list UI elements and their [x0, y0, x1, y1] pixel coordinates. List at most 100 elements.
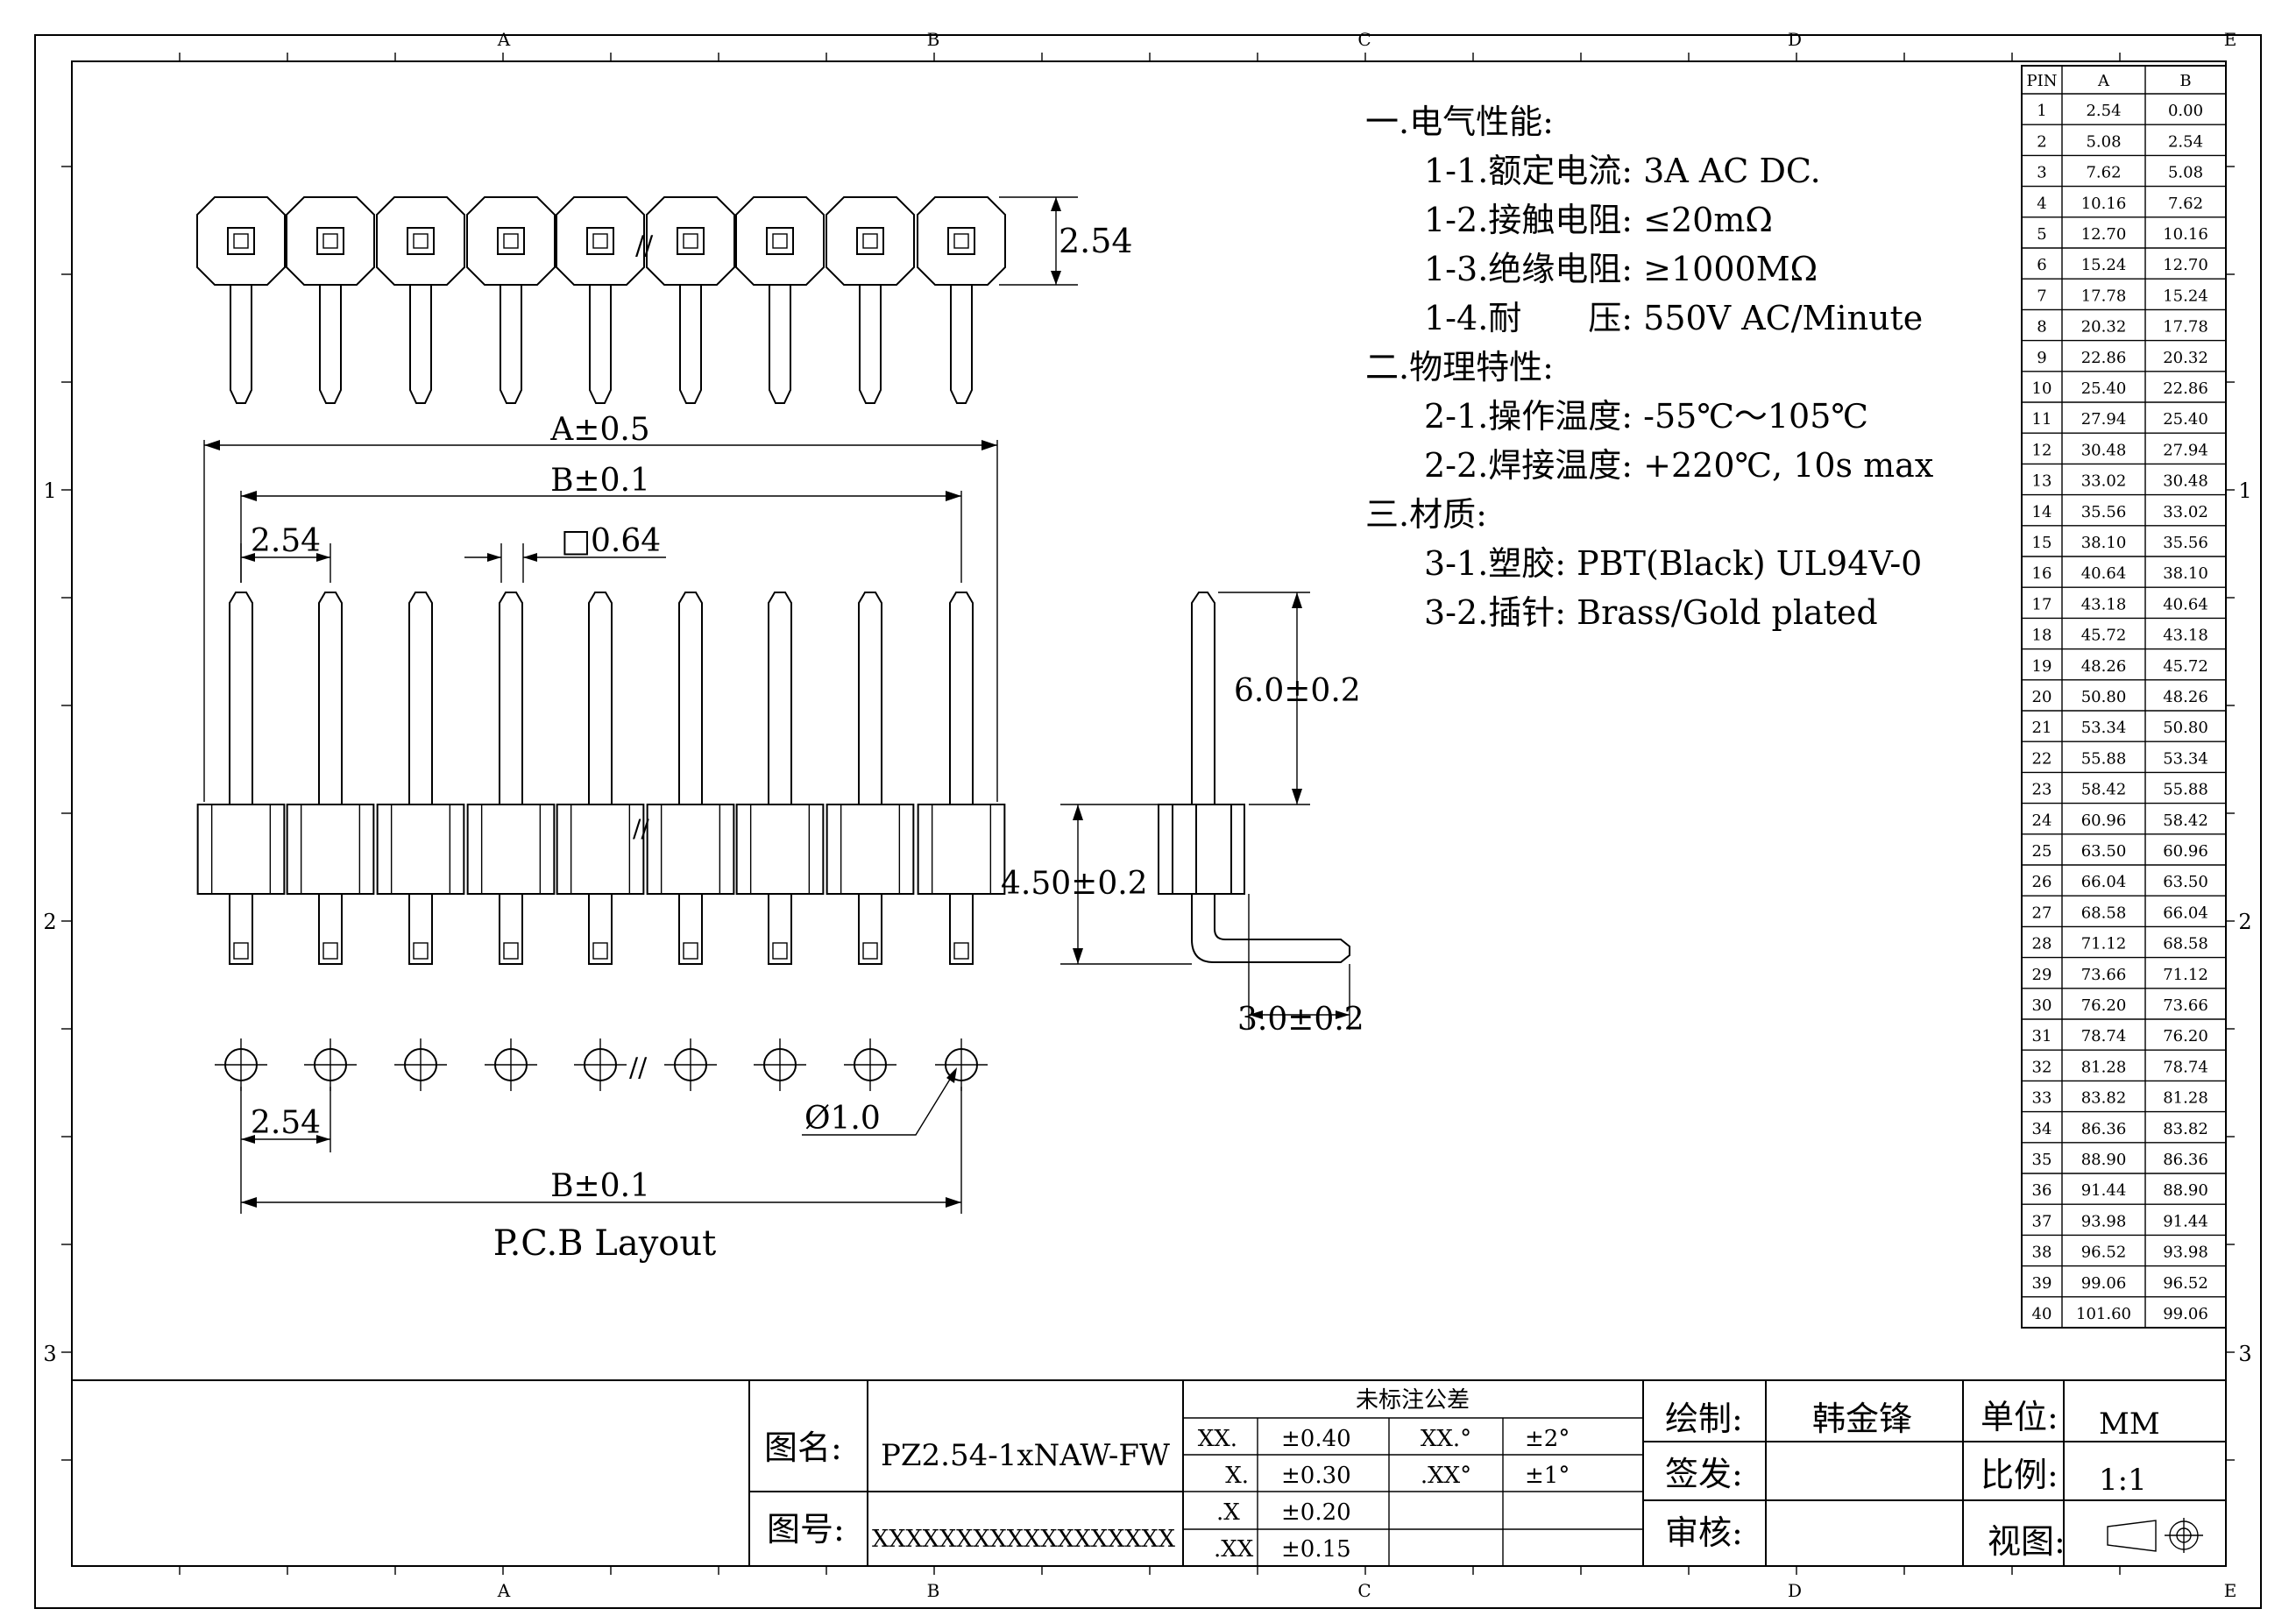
housing-segment: [196, 804, 286, 895]
front-view: //: [196, 592, 1006, 965]
spec-line-6: 二.物理特性:: [1365, 348, 1554, 386]
pin-table-cell: 35: [2032, 1151, 2052, 1169]
front-pin: [196, 592, 286, 965]
front-pin: [376, 592, 465, 965]
pin-table-cell: 20.32: [2163, 349, 2208, 367]
pin-table-cell: 12.70: [2163, 256, 2208, 274]
pin-table-cell: 5.08: [2168, 164, 2203, 182]
pin-table-cell: 36: [2032, 1181, 2052, 1200]
zone-label-top-d: D: [1788, 29, 1802, 50]
top-pin: [556, 196, 645, 404]
pin-table-cell: 17.78: [2163, 318, 2208, 337]
pin-upper: [318, 592, 343, 804]
front-pin: [735, 592, 825, 965]
top-view-pitch-dimension: 2.54: [999, 196, 1133, 286]
pin-table-cell: 8: [2037, 318, 2046, 337]
pad-octagon: [466, 196, 556, 286]
spec-line-9: 三.材质:: [1365, 495, 1487, 534]
front-pin: [917, 592, 1006, 965]
top-pitch-label: 2.54: [1059, 222, 1133, 260]
housing-segment: [376, 804, 465, 895]
break-mark: //: [633, 814, 649, 843]
pin-table-cell: 2: [2037, 132, 2046, 151]
pin-table-cell: 22: [2032, 749, 2052, 768]
pin-table-cell: 91.44: [2163, 1212, 2208, 1230]
pin-table-cell: 0.00: [2168, 102, 2203, 120]
pin-table-cell: 22.86: [2081, 349, 2127, 367]
pin-tip: [233, 942, 249, 960]
pad-octagon: [376, 196, 465, 286]
spec-line-10: 3-1.塑胶: PBT(Black) UL94V-0: [1424, 544, 1922, 583]
pin-table-cell: 66.04: [2081, 873, 2127, 891]
housing-segment: [466, 804, 556, 895]
pin-square-inner: [503, 233, 519, 249]
pad-octagon: [735, 196, 825, 286]
zone-ticks: [61, 53, 2235, 1575]
pin-table-cell: 27: [2032, 904, 2052, 922]
front-pin: [826, 592, 915, 965]
housing-segment: [735, 804, 825, 895]
pin-leg: [319, 285, 342, 404]
pin-table-cell: 5: [2037, 225, 2046, 244]
pin-tip: [683, 942, 698, 960]
top-pin: [646, 196, 735, 404]
pcb-hole: [304, 1038, 357, 1091]
pin-lower: [949, 894, 974, 965]
front-pin: [286, 592, 375, 965]
pin-table-cell: 35.56: [2163, 534, 2208, 552]
pin-upper: [858, 592, 882, 804]
outer-border: [34, 34, 2262, 1609]
pin-table-cell: 60.96: [2163, 842, 2208, 861]
tol-r2-c4: ±1°: [1525, 1463, 1570, 1489]
pin-table-cell: 25: [2032, 842, 2052, 861]
pin-table-cell: 20: [2032, 688, 2052, 706]
pin-table-cell: 40.64: [2163, 595, 2208, 613]
pin-table-cell: 50.80: [2081, 688, 2127, 706]
pin-table-cell: 17: [2032, 595, 2052, 613]
pin-table-cell: 25.40: [2081, 379, 2127, 398]
spec-line-11: 3-2.插针: Brass/Gold plated: [1424, 593, 1878, 632]
pin-upper: [678, 592, 703, 804]
zone-label-bottom-a: A: [497, 1580, 511, 1601]
spec-line-7: 2-1.操作温度: -55℃～105℃: [1424, 397, 1868, 436]
pin-table-cell: 68.58: [2081, 904, 2127, 922]
pin-table-cell: 10.16: [2081, 195, 2127, 213]
pin-lower: [858, 894, 882, 965]
pin-table-cell: 21: [2032, 719, 2052, 737]
pin-table-cell: 16: [2032, 564, 2052, 583]
side-bend-label: 3.0±0.2: [1237, 1002, 1364, 1038]
tol-r1-c4: ±2°: [1525, 1426, 1570, 1452]
pin-table-cell: 33.02: [2163, 503, 2208, 521]
top-pin: [376, 196, 465, 404]
pcb-dimensions: 2.54 B±0.1 Ø1.0 P.C.B Layout: [240, 1067, 962, 1264]
pcb-hole: [394, 1038, 447, 1091]
pad-octagon: [826, 196, 915, 286]
pin-square-outer: [407, 227, 435, 255]
pin-table-cell: 40: [2032, 1305, 2052, 1323]
pin-table-cell: 23: [2032, 781, 2052, 799]
tol-r4-c1: .XX: [1214, 1536, 1254, 1563]
pin-table-cell: 1: [2037, 102, 2046, 120]
pin-lower: [588, 894, 613, 965]
pin-table-cell: 93.98: [2081, 1212, 2127, 1230]
pcb-dim-b-label: B±0.1: [550, 1168, 650, 1204]
pin-tip: [772, 942, 788, 960]
tol-r3-c2: ±0.20: [1281, 1499, 1351, 1526]
zone-label-top-b: B: [927, 29, 940, 50]
spec-line-8: 2-2.焊接温度: +220℃, 10s max: [1424, 446, 1933, 485]
front-pitch-label: 2.54: [251, 523, 321, 559]
tol-r1-c1: XX.: [1198, 1426, 1237, 1452]
projection-symbol-icon: [2107, 1518, 2203, 1553]
pcb-hole: [664, 1038, 717, 1091]
pad-octagon: [556, 196, 645, 286]
top-pin: [466, 196, 556, 404]
pin-table-cell: 78.74: [2163, 1058, 2208, 1076]
pin-table-cell: 11: [2032, 410, 2052, 429]
pin-table-cell: 48.26: [2081, 657, 2127, 676]
zone-label-bottom-d: D: [1788, 1580, 1802, 1601]
pin-table-cell: 71.12: [2081, 935, 2127, 953]
pin-table-cell: 86.36: [2081, 1120, 2127, 1138]
pin-table-cell: 12.70: [2081, 225, 2127, 244]
pin-table-cell: 27.94: [2081, 410, 2127, 429]
pin-table-cell: 15.24: [2081, 256, 2127, 274]
